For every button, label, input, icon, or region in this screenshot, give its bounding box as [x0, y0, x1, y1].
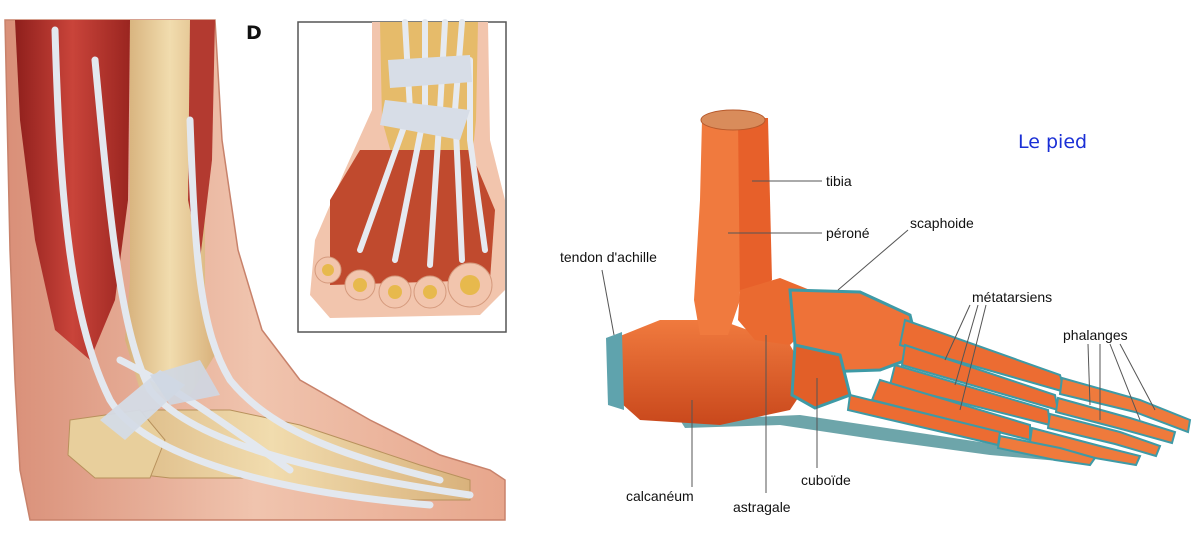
inset-dorsal-foot: [298, 22, 506, 332]
label-phalanges: phalanges: [1063, 327, 1128, 343]
label-astragale: astragale: [733, 499, 791, 515]
diagram-title: Le pied: [1018, 131, 1087, 153]
label-tendon-achille: tendon d'achille: [560, 249, 657, 265]
achilles-insertion: [606, 332, 624, 410]
cuboid-bone: [792, 345, 850, 408]
inset-letter: D: [246, 22, 262, 44]
label-tibia: tibia: [826, 173, 852, 189]
tibia-bone: [738, 118, 772, 300]
leader-tendon: [602, 270, 614, 335]
bone-top: [701, 110, 765, 130]
fibula-bone: [694, 118, 740, 335]
foot-skeleton: [606, 110, 1190, 465]
label-calcaneum: calcanéum: [626, 488, 694, 504]
label-metatarsiens: métatarsiens: [972, 289, 1052, 305]
label-scaphoide: scaphoide: [910, 215, 974, 231]
label-cuboide: cuboïde: [801, 472, 851, 488]
label-perone: péroné: [826, 225, 870, 241]
